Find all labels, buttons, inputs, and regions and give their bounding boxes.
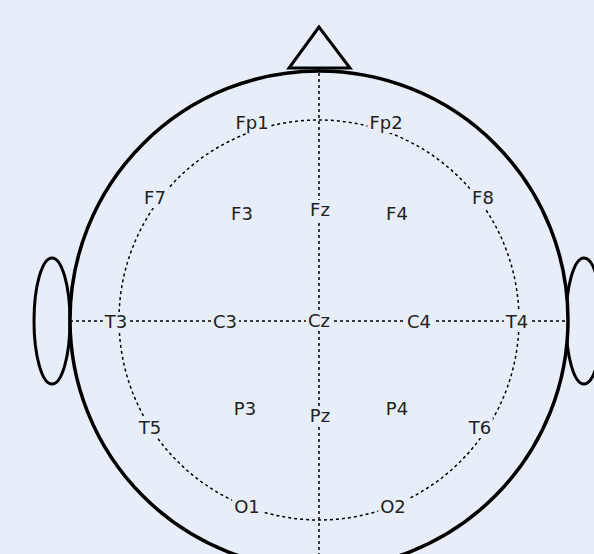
ear-symbol [566, 258, 594, 384]
electrode-label: Cz [306, 311, 332, 331]
electrode-label: C4 [405, 312, 433, 332]
electrode-label: Fp2 [367, 113, 404, 133]
electrode-label: C3 [211, 312, 239, 332]
nose-symbol [289, 27, 350, 68]
electrode-label: T6 [467, 418, 493, 438]
electrode-label: T4 [504, 312, 530, 332]
electrode-label: F8 [470, 188, 496, 208]
electrode-label: Fz [308, 200, 332, 220]
electrode-label: O1 [232, 497, 262, 517]
electrode-label: P3 [232, 399, 258, 419]
electrode-label: T3 [103, 312, 129, 332]
ear-symbol [34, 258, 70, 384]
electrode-label: Pz [308, 406, 332, 426]
electrode-label: O2 [378, 497, 408, 517]
electrode-label: F7 [142, 188, 168, 208]
electrode-label: T5 [137, 418, 163, 438]
electrode-label: Fp1 [233, 113, 270, 133]
electrode-label: F4 [384, 204, 410, 224]
electrode-label: F3 [229, 204, 255, 224]
electrode-label: P4 [384, 399, 410, 419]
